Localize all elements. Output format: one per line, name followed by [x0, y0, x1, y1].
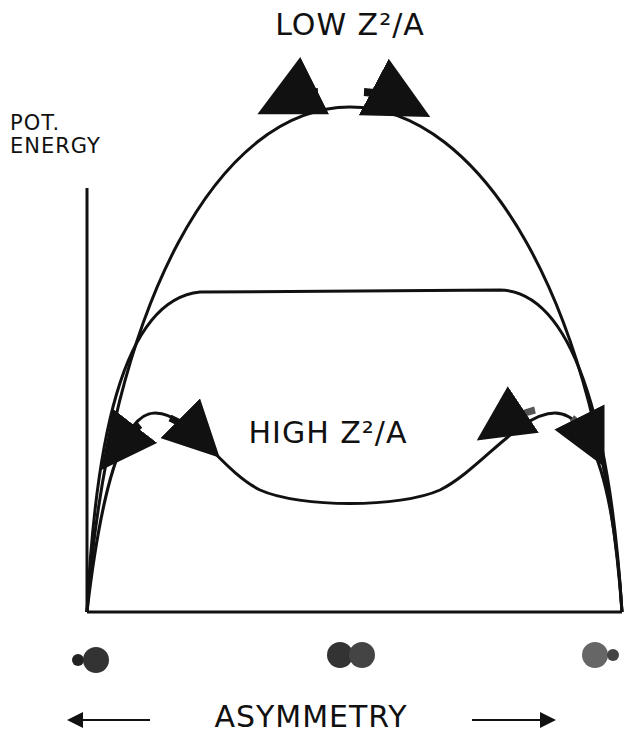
curve-label: LOW Z²/A — [275, 8, 425, 41]
flow-arrows — [118, 92, 592, 448]
axis-title: POT. ENERGY — [10, 112, 130, 158]
mid-curve — [87, 290, 622, 612]
axis-title: ASYMMETRY — [214, 700, 407, 733]
high-curve — [87, 413, 622, 612]
nucleus-shapes — [72, 642, 619, 673]
low-curve — [87, 107, 622, 612]
x-axis — [87, 611, 622, 614]
curve-label: HIGH Z²/A — [246, 416, 411, 449]
y-axis — [86, 188, 89, 612]
